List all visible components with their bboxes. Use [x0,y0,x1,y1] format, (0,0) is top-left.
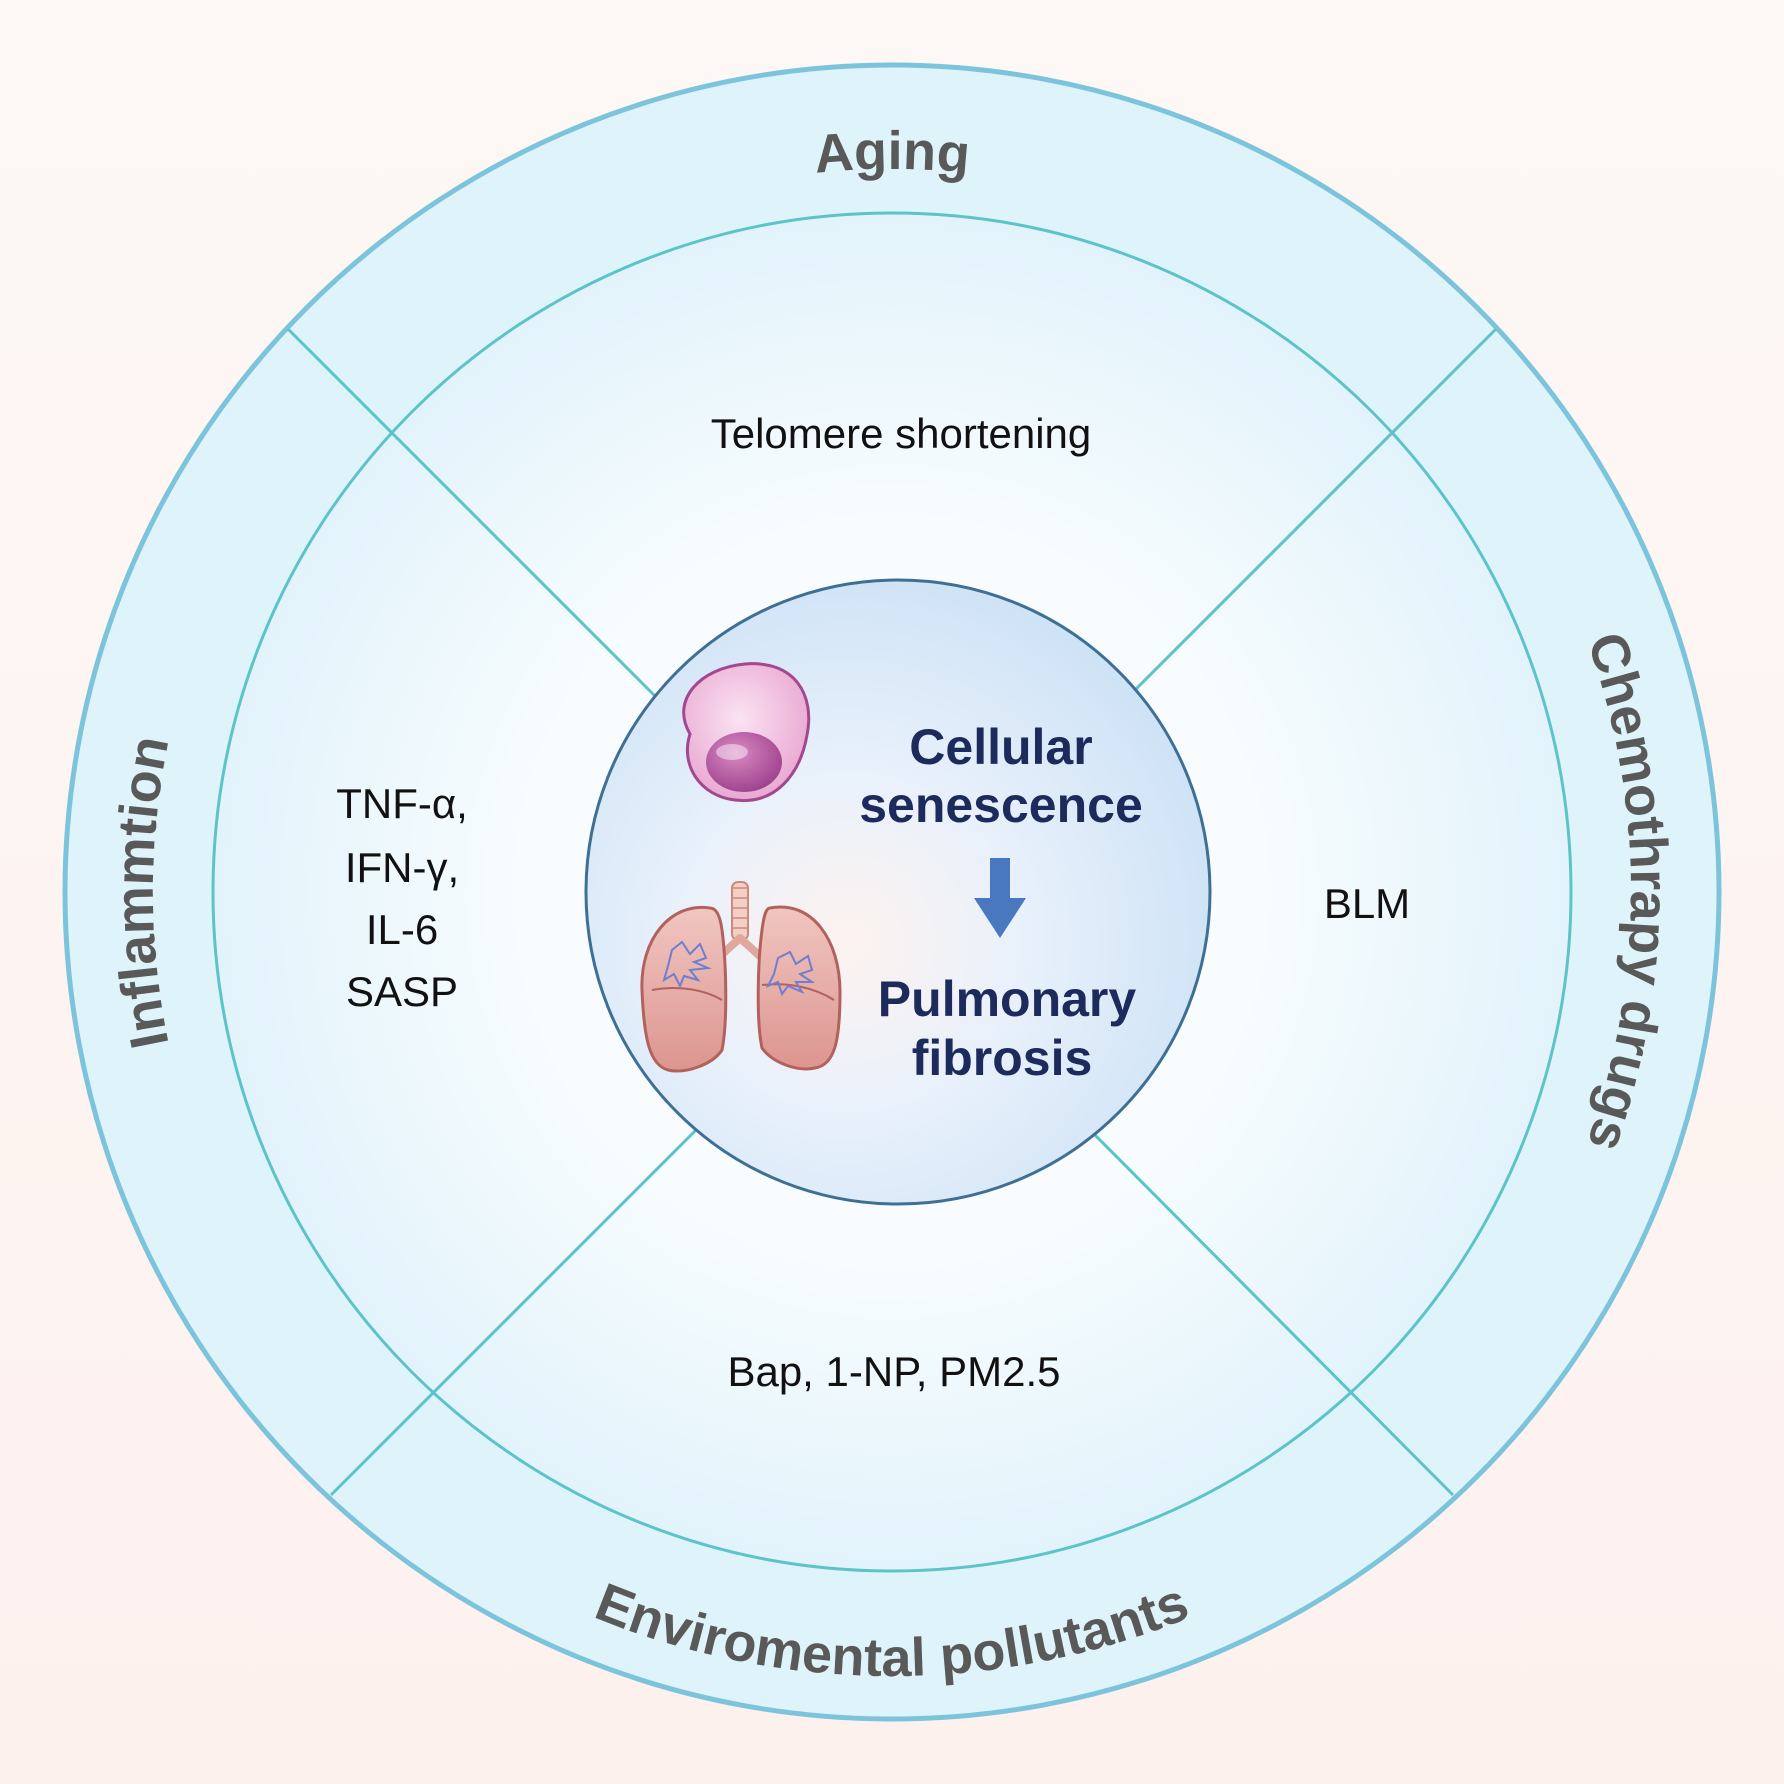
factor-left-list: TNF-α, IFN-γ, IL-6 SASP [336,780,468,1015]
divider-bottom-right [1088,1128,1455,1497]
factor-bottom: Bap, 1-NP, PM2.5 [727,1348,1060,1395]
center-circle [584,578,1212,1206]
factor-left-item: TNF-α, [336,780,468,827]
factor-top: Telomere shortening [711,410,1092,457]
effect-line-1: Pulmonary [878,971,1137,1027]
factor-left-item: IL-6 [366,906,438,953]
factor-left-item: SASP [346,968,458,1015]
factor-left-item: IFN-γ, [345,844,459,891]
effect-line-2: fibrosis [912,1030,1093,1086]
divider-top-right [1126,327,1498,699]
cause-line-2: senescence [859,777,1143,833]
factor-right: BLM [1324,880,1410,927]
arrow-down-icon [974,858,1026,938]
cause-line-1: Cellular [909,719,1092,775]
label-aging: Aging [812,121,972,185]
divider-top-left [286,327,658,699]
fibrotic-lungs-icon [640,881,842,1073]
divider-bottom-left [329,1128,698,1497]
senescent-cell-icon [682,662,811,803]
